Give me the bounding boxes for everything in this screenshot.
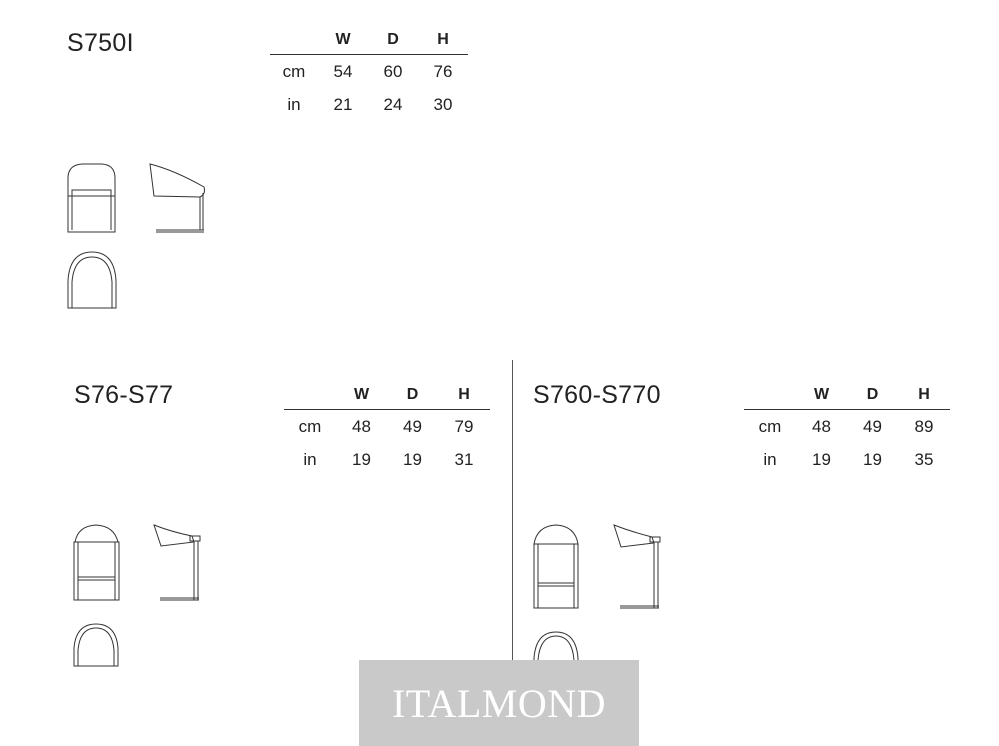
header-height: H — [918, 386, 930, 403]
side-view-drawing — [153, 524, 201, 601]
unit-cell: cm — [298, 416, 322, 436]
header-unit — [284, 381, 336, 410]
table-row: cm 54 60 76 — [270, 55, 468, 89]
header-width: W — [813, 386, 830, 403]
front-view-drawing — [533, 524, 579, 609]
header-depth: D — [406, 386, 419, 403]
header-width: W — [335, 31, 351, 48]
header-height: H — [458, 386, 470, 403]
table-row: cm 48 49 89 — [744, 410, 950, 444]
front-view-drawing — [67, 163, 116, 233]
height-cell: 30 — [433, 94, 453, 114]
table-header-row: W D H — [270, 26, 468, 55]
depth-cell: 49 — [863, 416, 882, 436]
header-depth: D — [387, 31, 399, 48]
side-view-drawing — [149, 163, 205, 233]
depth-cell: 19 — [403, 449, 422, 469]
header-unit — [270, 26, 318, 55]
dimensions-table-s750i: W D H cm 54 60 76 in 21 24 30 — [270, 26, 468, 121]
table-header-row: W D H — [284, 381, 490, 410]
section-divider — [512, 360, 513, 696]
unit-cell: in — [763, 449, 777, 469]
model-name-s760-s770: S760-S770 — [533, 381, 661, 409]
depth-cell: 60 — [383, 61, 403, 81]
top-view-drawing — [533, 631, 579, 677]
height-cell: 35 — [914, 449, 934, 469]
front-view-drawing — [73, 524, 120, 601]
height-cell: 89 — [914, 416, 934, 436]
dimensions-table-s76-s77: W D H cm 48 49 79 in 19 19 31 — [284, 381, 490, 476]
height-cell: 79 — [454, 416, 474, 436]
dimensions-table-s760-s770: W D H cm 48 49 89 in 19 19 35 — [744, 381, 950, 476]
unit-cell: in — [287, 94, 301, 114]
table-row: in 19 19 31 — [284, 443, 490, 476]
table-row: in 21 24 30 — [270, 88, 468, 121]
width-cell: 48 — [812, 416, 831, 436]
height-cell: 76 — [433, 61, 453, 81]
depth-cell: 19 — [863, 449, 882, 469]
table-row: cm 48 49 79 — [284, 410, 490, 444]
unit-cell: cm — [758, 416, 782, 436]
table-header-row: W D H — [744, 381, 950, 410]
unit-cell: in — [303, 449, 317, 469]
width-cell: 21 — [333, 94, 353, 114]
top-view-drawing — [67, 251, 117, 309]
side-view-drawing — [613, 524, 661, 609]
depth-cell: 49 — [403, 416, 422, 436]
header-height: H — [437, 31, 449, 48]
s750i-technical-drawings — [67, 163, 205, 309]
header-unit — [744, 381, 796, 410]
brand-watermark: ITALMOND — [359, 660, 639, 746]
s76-s77-technical-drawings — [73, 524, 201, 667]
top-view-drawing — [73, 623, 119, 667]
height-cell: 31 — [454, 449, 474, 469]
model-name-s76-s77: S76-S77 — [74, 381, 174, 409]
width-cell: 19 — [352, 449, 371, 469]
s760-s770-technical-drawings — [533, 524, 661, 677]
width-cell: 54 — [333, 61, 353, 81]
width-cell: 19 — [812, 449, 831, 469]
header-depth: D — [866, 386, 879, 403]
unit-cell: cm — [282, 61, 306, 81]
depth-cell: 24 — [383, 94, 403, 114]
header-width: W — [353, 386, 370, 403]
width-cell: 48 — [352, 416, 371, 436]
model-name-s750i: S750I — [67, 29, 134, 57]
table-row: in 19 19 35 — [744, 443, 950, 476]
